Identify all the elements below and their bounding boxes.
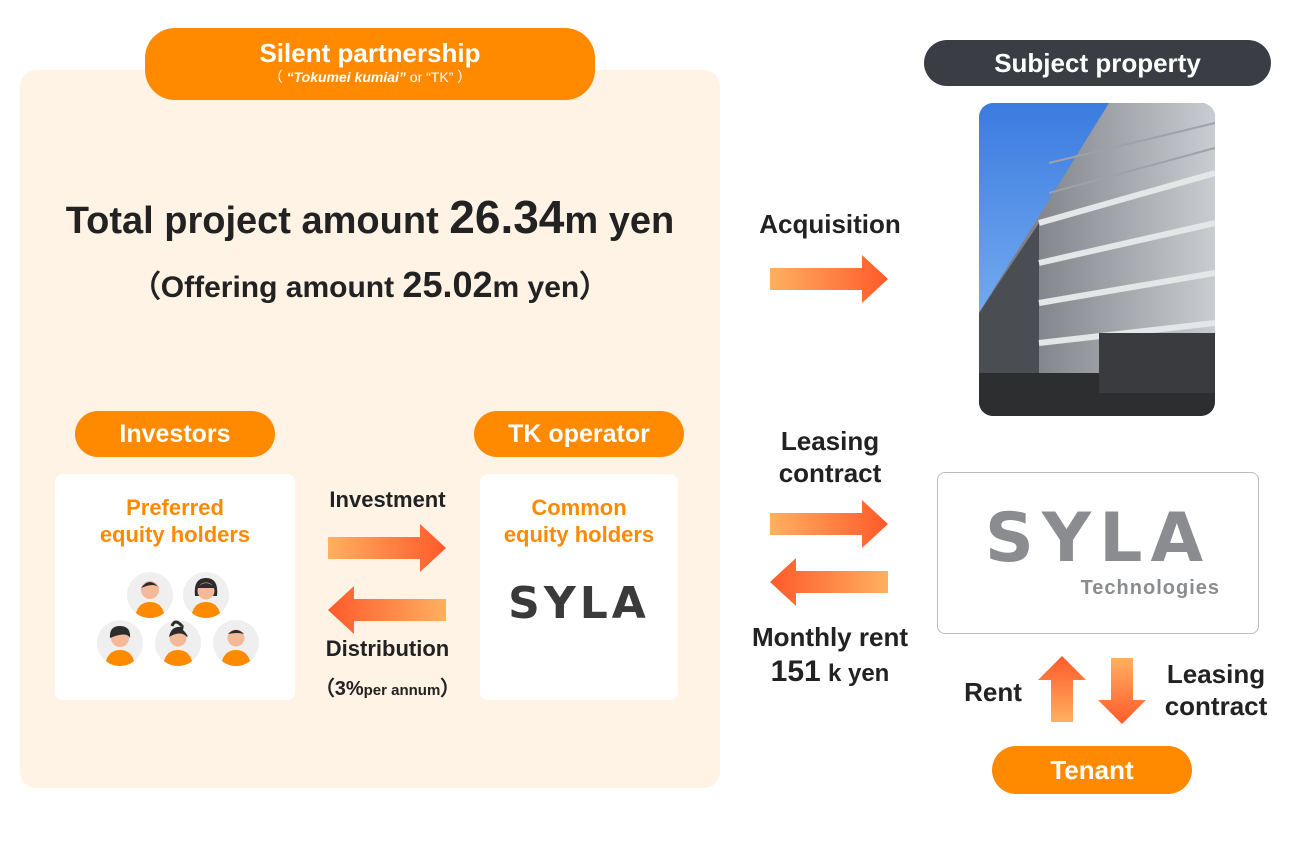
syla-logo-small: SYLA (508, 578, 650, 629)
distribution-rate: （3%per annum） (314, 678, 461, 700)
tenant-leasing-arrow-icon (1098, 658, 1146, 724)
investor-avatar-icon (183, 572, 229, 618)
rent-label: Rent (964, 677, 1022, 707)
monthly-rent-arrow-icon (770, 558, 888, 606)
monthly-rent-amount: 151 k yen (770, 655, 890, 688)
investment-arrow-icon (328, 524, 446, 572)
silent-partnership-title: Silent partnership (259, 38, 481, 68)
syla-technologies-sub: Technologies (1080, 577, 1220, 599)
tenant-label: Tenant (992, 746, 1192, 794)
silent-partnership-header: Silent partnership （ “Tokumei kumiai” or… (145, 28, 595, 100)
syla-technologies-box: SYLA Technologies (937, 472, 1259, 634)
investor-avatar-icon (155, 620, 201, 666)
syla-technologies-logo: SYLA (984, 499, 1212, 578)
offering-amount: （Offering amount 25.02m yen） (130, 264, 610, 305)
acquisition-arrow-icon (770, 255, 888, 303)
investor-avatar-icon (127, 572, 173, 618)
distribution-arrow-icon (328, 586, 446, 634)
monthly-rent-label: Monthly rent (752, 622, 908, 652)
investor-avatar-icon (97, 620, 143, 666)
investor-avatar-icon (213, 620, 259, 666)
investors-label: Investors (75, 411, 275, 457)
silent-partnership-subtitle: （ “Tokumei kumiai” or “TK” ） (268, 69, 472, 85)
rent-arrow-icon (1038, 656, 1086, 722)
total-project-amount: Total project amount 26.34m yen (65, 191, 675, 243)
investment-label: Investment (329, 487, 446, 512)
acquisition-label: Acquisition (759, 209, 901, 239)
property-photo (979, 103, 1215, 416)
distribution-label: Distribution (325, 636, 450, 661)
leasing-contract-arrow-icon (770, 500, 888, 548)
tk-operator-label: TK operator (474, 411, 684, 457)
subject-property-label: Subject property (924, 40, 1271, 86)
